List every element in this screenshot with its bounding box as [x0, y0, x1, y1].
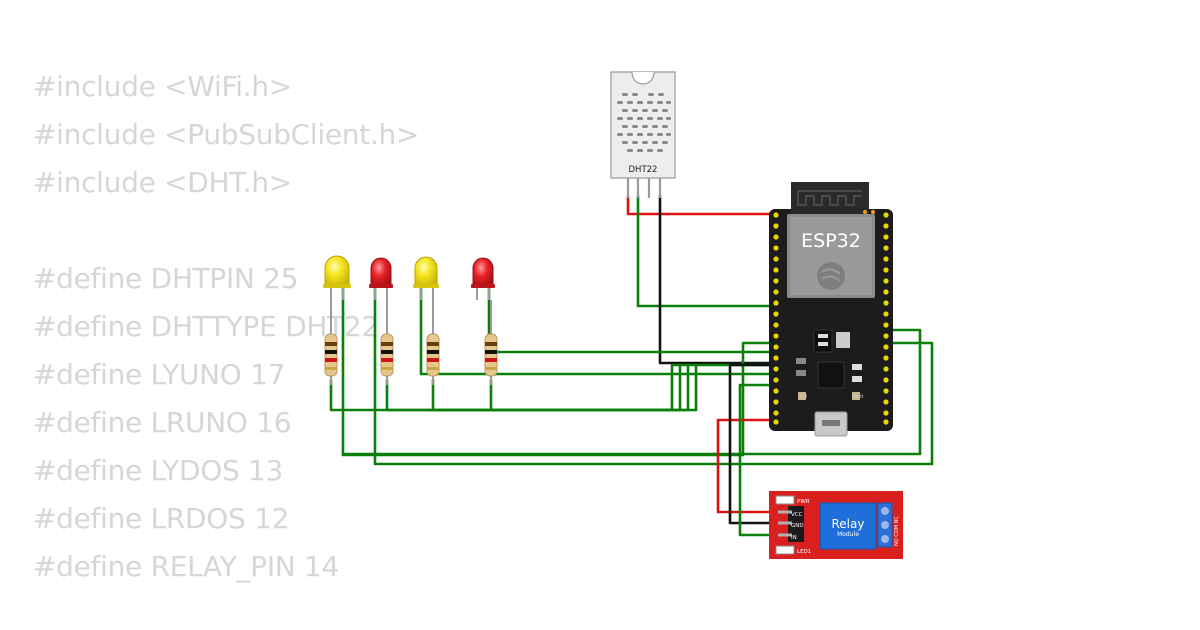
wire-relay-gnd [728, 363, 780, 525]
dht22-sensor[interactable]: DHT22 [610, 71, 676, 198]
code-line: #define RELAY_PIN 14 [33, 550, 340, 583]
relay-block [819, 502, 877, 550]
dht22-grille [617, 93, 671, 152]
resistor-3[interactable] [426, 300, 440, 385]
code-line: #define LRUNO 16 [33, 406, 292, 439]
code-line: #include <WiFi.h> [33, 70, 292, 103]
esp32-boot-label: Boot [852, 394, 864, 400]
wire-led4-cathode [489, 363, 698, 412]
relay-led1-label: LED1 [797, 549, 811, 555]
code-line: #define LYUNO 17 [33, 358, 286, 391]
relay-subtitle: Module [837, 531, 859, 538]
wire-dht-gnd [658, 194, 778, 365]
wires [329, 194, 934, 537]
relay-pin-header [788, 506, 804, 542]
relay-pwr-led [775, 495, 795, 505]
esp32-label: ESP32 [801, 230, 861, 252]
esp32-en-label: EN [800, 394, 807, 400]
wire-right-gpio [341, 328, 922, 456]
dht22-label: DHT22 [629, 165, 658, 175]
relay-led1-indicator [775, 545, 795, 555]
resistor-1[interactable] [324, 300, 338, 385]
wire-led1-anode [341, 285, 778, 457]
relay-module[interactable]: PWR LED1 VCC GND IN Relay Module NO COM … [769, 491, 903, 559]
relay-terminal-label: NO COM NC [894, 516, 900, 546]
led-4[interactable] [471, 257, 495, 300]
code-line: #define LYDOS 13 [33, 454, 284, 487]
wire-relay-vcc [716, 418, 780, 514]
esp32-left-header [773, 212, 779, 425]
wire-relay-in [738, 383, 780, 537]
relay-title: Relay [832, 517, 865, 531]
esp32-board[interactable]: ESP32 EN Boot [769, 182, 893, 437]
relay-pwr-label: PWR [797, 499, 810, 505]
code-line: #define LRDOS 12 [33, 502, 290, 535]
code-line: #include <DHT.h> [33, 166, 292, 199]
led-2[interactable] [369, 257, 393, 300]
relay-pin-gnd: GND [791, 523, 804, 529]
wire-dht-data [636, 194, 778, 308]
wire-dht-vcc [626, 194, 778, 216]
led-1[interactable] [323, 255, 351, 300]
code-line: #define DHTPIN 25 [33, 262, 299, 295]
led-3[interactable] [413, 256, 439, 300]
resistor-4[interactable] [484, 300, 498, 385]
relay-pin-in: IN [791, 535, 797, 541]
wire-led2-anode [373, 285, 934, 466]
wire-led1-cathode [329, 363, 778, 412]
wire-led3-anode [419, 285, 778, 376]
wire-led3-cathode [431, 363, 690, 412]
resistor-2[interactable] [380, 300, 394, 385]
wire-led4-anode [487, 285, 778, 354]
esp32-right-header [883, 212, 889, 425]
dht22-pins [626, 178, 662, 198]
relay-pin-vcc: VCC [791, 512, 803, 518]
code-line: #include <PubSubClient.h> [33, 118, 420, 151]
